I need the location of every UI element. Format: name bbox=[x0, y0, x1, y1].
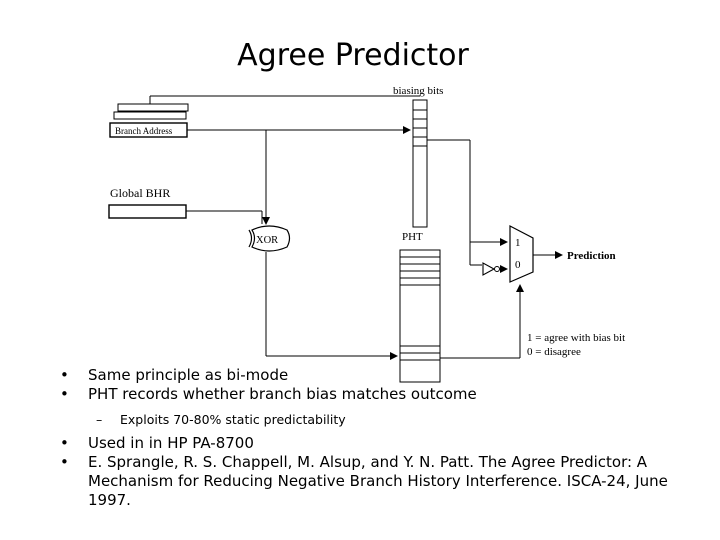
branch-address-label: Branch Address bbox=[115, 126, 173, 136]
global-bhr-label: Global BHR bbox=[110, 186, 170, 200]
bullet-item: • Same principle as bi-mode bbox=[60, 366, 700, 385]
bullet-item: • E. Sprangle, R. S. Chappell, M. Alsup,… bbox=[60, 453, 700, 510]
mux-input-zero: 0 bbox=[515, 259, 521, 271]
wires bbox=[149, 95, 563, 360]
inverter bbox=[482, 262, 500, 276]
branch-address-box: Branch Address bbox=[109, 122, 188, 138]
bullet-marker: • bbox=[60, 366, 69, 384]
sub-bullet-text: Exploits 70-80% static predictability bbox=[120, 412, 346, 427]
pht-label: PHT bbox=[402, 231, 423, 243]
bullet-text: Same principle as bi-mode bbox=[88, 366, 289, 384]
prediction-label: Prediction bbox=[567, 250, 616, 262]
bullet-marker: • bbox=[60, 453, 69, 471]
xor-label: XOR bbox=[256, 235, 278, 246]
slide-title: Agree Predictor bbox=[237, 38, 469, 73]
legend-disagree: 0 = disagree bbox=[527, 346, 581, 358]
multiplexer: 1 0 bbox=[509, 225, 534, 283]
bullet-text: Used in in HP PA-8700 bbox=[88, 434, 254, 452]
biasing-bits-table bbox=[412, 99, 428, 228]
mux-input-one: 1 bbox=[515, 237, 521, 249]
bullet-list: • Same principle as bi-mode • PHT record… bbox=[60, 366, 700, 510]
biasing-bits-label: biasing bits bbox=[393, 85, 443, 97]
bullet-text: E. Sprangle, R. S. Chappell, M. Alsup, a… bbox=[88, 453, 668, 509]
bullet-marker: • bbox=[60, 385, 69, 403]
sub-bullet-marker: – bbox=[96, 412, 103, 427]
pht-table bbox=[399, 249, 441, 383]
bullet-text: PHT records whether branch bias matches … bbox=[88, 385, 477, 403]
bullet-marker: • bbox=[60, 434, 69, 452]
legend-agree: 1 = agree with bias bit bbox=[527, 332, 625, 344]
global-bhr-register bbox=[108, 204, 187, 219]
bullet-item: • Used in in HP PA-8700 bbox=[60, 434, 700, 453]
bullet-item: • PHT records whether branch bias matche… bbox=[60, 385, 700, 404]
sub-bullet-item: – Exploits 70-80% static predictability bbox=[60, 410, 700, 429]
xor-gate: XOR bbox=[248, 225, 291, 252]
address-register-stack bbox=[113, 103, 189, 120]
